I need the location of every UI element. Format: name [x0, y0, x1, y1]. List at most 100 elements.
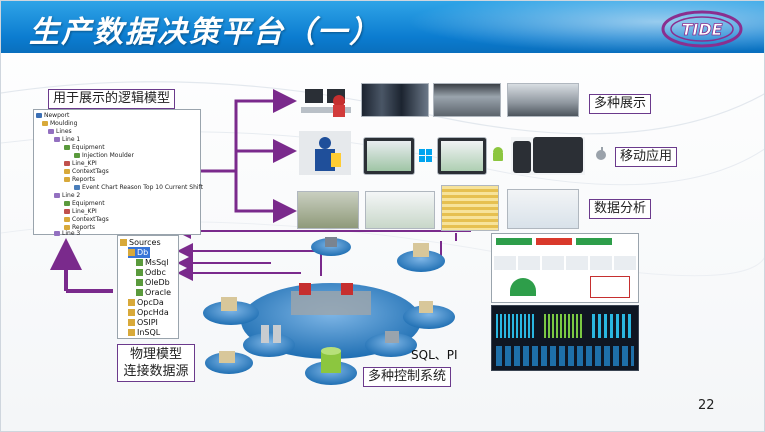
- tree-node[interactable]: Reports: [64, 224, 95, 232]
- folder-icon: [128, 329, 135, 336]
- platform-top-right: [397, 250, 445, 272]
- folder-icon: [120, 239, 127, 246]
- tablet-image-2: [437, 137, 487, 175]
- control-systems-diagram: [203, 237, 455, 385]
- tide-logo: TIDE: [661, 10, 743, 48]
- sources-tree: Sources Db MsSql Odbc OleDb Oracle OpcDa…: [117, 235, 179, 339]
- page-number: 22: [698, 398, 715, 413]
- link-icon: [54, 137, 60, 142]
- database-icon: [128, 249, 135, 256]
- tree-node[interactable]: OpcHda: [128, 307, 169, 318]
- multi-display-label: 多种展示: [589, 94, 652, 114]
- server-icon-4: [219, 351, 235, 363]
- kpi-dashboard-image: [491, 233, 639, 303]
- control-room-image: [361, 83, 429, 117]
- server-icon-3: [419, 301, 433, 313]
- tree-node[interactable]: Newport: [36, 112, 69, 120]
- server-icon-2: [413, 243, 429, 257]
- report-icon: [74, 185, 80, 190]
- platform-bottom-right: [365, 333, 417, 357]
- server-icon-5: [325, 237, 337, 247]
- logo-text: TIDE: [681, 20, 722, 39]
- link-icon: [54, 231, 60, 236]
- dashboard-gauges-image: [297, 191, 359, 229]
- folder-icon: [64, 169, 70, 174]
- video-wall-image: [433, 83, 501, 117]
- platform-right: [403, 305, 455, 329]
- equipment-icon: [64, 145, 70, 150]
- tree-node[interactable]: Line 2: [54, 192, 80, 200]
- tree-node[interactable]: Equipment: [64, 144, 105, 152]
- operator-workstation-image: [301, 89, 351, 117]
- link-icon: [54, 193, 60, 198]
- folder-icon: [128, 309, 135, 316]
- tree-node[interactable]: Sources: [120, 237, 161, 248]
- report-image: [507, 189, 579, 229]
- physical-model-line1: 物理模型: [129, 347, 182, 362]
- data-analysis-label: 数据分析: [589, 199, 652, 219]
- tablet-image: [363, 137, 415, 175]
- title-shine: [406, 1, 764, 53]
- database-cylinder: [321, 351, 341, 373]
- title-bar: 生产数据决策平台（一） TIDE: [1, 1, 764, 53]
- plug-icon: [136, 279, 143, 286]
- tree-node[interactable]: Equipment: [64, 200, 105, 208]
- tree-node[interactable]: MsSql: [136, 257, 168, 268]
- folder-icon: [64, 225, 70, 230]
- physical-model-label: 物理模型 连接数据源: [117, 344, 195, 382]
- equipment-icon: [74, 153, 80, 158]
- tree-node[interactable]: Line_KPI: [64, 160, 97, 168]
- windows-icon: [419, 149, 432, 162]
- dashboard-charts-image: [365, 191, 435, 229]
- tree-node[interactable]: Line 3: [54, 230, 80, 238]
- tree-node[interactable]: Moulding: [42, 120, 77, 128]
- tree-node[interactable]: InSQL: [128, 327, 160, 338]
- tree-node[interactable]: Odbc: [136, 267, 166, 278]
- platform-tanks: [243, 333, 295, 357]
- equipment-icon: [64, 201, 70, 206]
- tree-node[interactable]: OleDb: [136, 277, 170, 288]
- folder-icon: [42, 121, 48, 126]
- slide-title: 生产数据决策平台（一）: [29, 15, 381, 50]
- tree-node[interactable]: OpcDa: [128, 297, 164, 308]
- server-icon: [221, 297, 237, 311]
- node-icon: [36, 113, 42, 118]
- tree-node[interactable]: Injection Moulder: [74, 152, 134, 160]
- mobile-worker-image: [299, 131, 351, 175]
- tree-node-selected[interactable]: Db: [128, 247, 151, 258]
- folder-icon: [128, 299, 135, 306]
- tree-node[interactable]: ContextTags: [64, 216, 109, 224]
- tree-node[interactable]: ContextTags: [64, 168, 109, 176]
- tree-node[interactable]: Event Chart Reason Top 10 Current Shift: [74, 184, 203, 192]
- link-icon: [48, 129, 54, 134]
- tree-node[interactable]: Reports: [64, 176, 95, 184]
- platform-left: [203, 301, 259, 325]
- tree-node[interactable]: Oracle: [136, 287, 171, 298]
- sql-pi-label: SQL、PI: [411, 348, 458, 362]
- plug-icon: [136, 289, 143, 296]
- logic-model-tree: Newport Moulding Lines Line 1 Equipment …: [33, 109, 203, 238]
- tree-node[interactable]: Lines: [48, 128, 72, 136]
- spreadsheet-image: [441, 185, 499, 231]
- logic-model-label: 用于展示的逻辑模型: [48, 89, 176, 109]
- folder-icon: [64, 217, 70, 222]
- mobile-app-label: 移动应用: [615, 147, 678, 167]
- folder-icon: [128, 319, 135, 326]
- plug-icon: [136, 269, 143, 276]
- kpi-icon: [64, 209, 70, 214]
- android-icon: [493, 147, 503, 161]
- apple-icon: [596, 147, 606, 160]
- control-systems-label: 多种控制系统: [363, 367, 452, 387]
- folder-icon: [64, 177, 70, 182]
- tree-node[interactable]: Line 1: [54, 136, 80, 144]
- tree-node[interactable]: OSIPI: [128, 317, 158, 328]
- tree-node[interactable]: Line_KPI: [64, 208, 97, 216]
- machine-icon: [385, 331, 399, 343]
- plug-icon: [136, 259, 143, 266]
- phone-image: [511, 137, 585, 175]
- dark-analytics-dashboard-image: [491, 305, 639, 371]
- physical-model-line2: 连接数据源: [123, 364, 189, 379]
- meeting-room-image: [507, 83, 579, 117]
